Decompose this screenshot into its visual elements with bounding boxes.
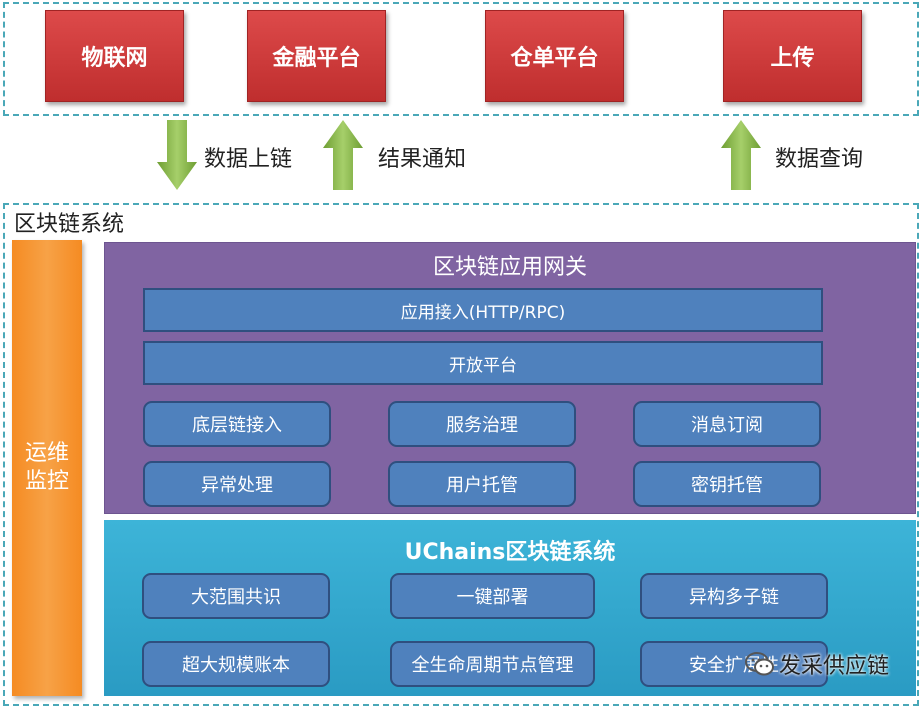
- gateway-module: 消息订阅: [633, 401, 821, 447]
- data-onchain-label: 数据上链: [204, 147, 293, 172]
- down-arrow-icon: [157, 120, 197, 190]
- uchains-module: 一键部署: [390, 573, 595, 619]
- up-arrow-icon: [323, 120, 363, 190]
- gateway-module: 异常处理: [143, 461, 331, 507]
- uchains-title: UChains区块链系统: [404, 540, 616, 565]
- gateway-module: 用户托管: [388, 461, 576, 507]
- uchains-module: 大范围共识: [142, 573, 330, 619]
- data-query-label: 数据查询: [775, 147, 864, 172]
- top-platforms-frame: [3, 2, 919, 116]
- top-box-upload: 上传: [723, 10, 862, 102]
- top-box-iot: 物联网: [45, 10, 184, 102]
- up-arrow-icon: [721, 120, 761, 190]
- watermark-text: 发采供应链: [779, 654, 890, 679]
- ops-monitoring-label: 运维 监控: [24, 441, 69, 494]
- gateway-module: 服务治理: [388, 401, 576, 447]
- uchains-system-panel: UChains区块链系统 大范围共识 一键部署 异构多子链 超大规模账本 全生命…: [104, 520, 916, 696]
- ops-monitoring-bar: 运维 监控: [12, 240, 82, 696]
- wechat-watermark: 发采供应链: [745, 648, 889, 680]
- uchains-module: 异构多子链: [640, 573, 828, 619]
- wechat-icon: [745, 652, 774, 676]
- app-access-bar: 应用接入(HTTP/RPC): [143, 288, 823, 332]
- gateway-module: 底层链接入: [143, 401, 331, 447]
- top-box-warehouse-receipt-platform: 仓单平台: [485, 10, 624, 102]
- blockchain-system-frame: [3, 203, 919, 706]
- uchains-module: 超大规模账本: [142, 641, 330, 687]
- gateway-title: 区块链应用网关: [432, 255, 587, 280]
- uchains-module: 全生命周期节点管理: [390, 641, 595, 687]
- top-box-finance-platform: 金融平台: [247, 10, 386, 102]
- gateway-module: 密钥托管: [633, 461, 821, 507]
- result-notify-label: 结果通知: [378, 147, 467, 172]
- application-gateway-panel: 区块链应用网关 应用接入(HTTP/RPC) 开放平台 底层链接入 服务治理 消…: [104, 242, 916, 514]
- blockchain-system-title: 区块链系统: [14, 212, 125, 237]
- open-platform-bar: 开放平台: [143, 341, 823, 385]
